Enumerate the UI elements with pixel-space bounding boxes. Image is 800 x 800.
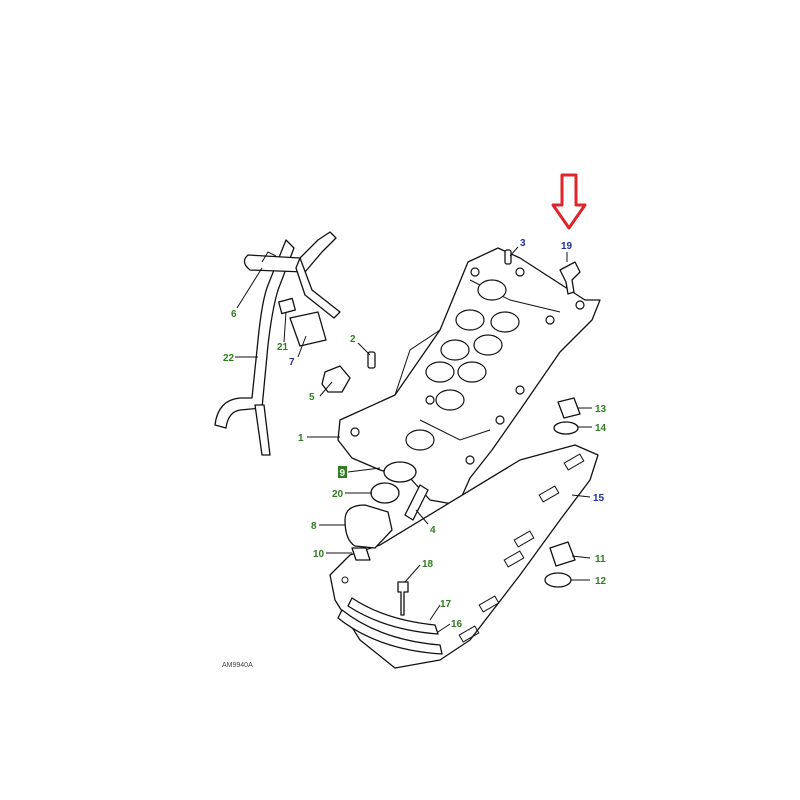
callout-1: 1 (298, 433, 304, 444)
callout-16: 16 (451, 619, 463, 630)
drawing-code: AM9940A (222, 662, 253, 669)
callout-3: 3 (520, 238, 526, 249)
callout-18: 18 (422, 559, 434, 570)
callout-19: 19 (561, 241, 573, 252)
callout-21: 21 (277, 342, 289, 353)
callout-14: 14 (595, 423, 607, 434)
callout-10: 10 (313, 549, 325, 560)
callout-7: 7 (289, 357, 295, 368)
callout-5: 5 (309, 392, 315, 403)
intake-manifold (337, 247, 601, 506)
coolant-pipe-assembly (214, 231, 341, 456)
component-parts (321, 249, 581, 616)
leader-lines (235, 246, 592, 633)
callout-6: 6 (231, 309, 237, 320)
callouts: 1 2 3 4 5 6 7 8 9 10 11 12 13 14 15 16 1… (223, 238, 607, 630)
callout-11: 11 (595, 554, 606, 565)
highlight-arrow (551, 173, 587, 230)
callout-13: 13 (595, 404, 607, 415)
callout-20: 20 (332, 489, 344, 500)
callout-9: 9 (340, 468, 346, 479)
callout-4: 4 (430, 525, 436, 536)
callout-8: 8 (311, 521, 317, 532)
gasket-strips (337, 597, 443, 655)
callout-2: 2 (350, 334, 356, 345)
callout-22: 22 (223, 353, 235, 364)
callout-15: 15 (593, 493, 605, 504)
callout-9-box (338, 466, 347, 478)
callout-17: 17 (440, 599, 452, 610)
callout-12: 12 (595, 576, 607, 587)
